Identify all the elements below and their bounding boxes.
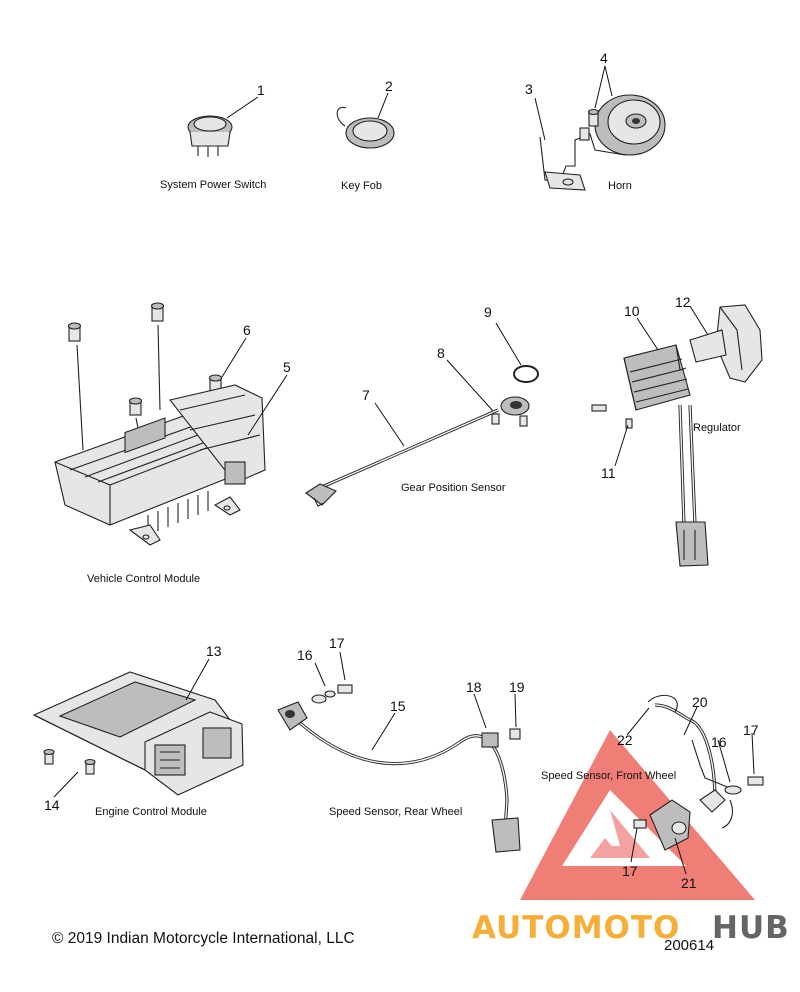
caption-horn: Horn	[608, 180, 632, 192]
caption-speed-sensor-rear: Speed Sensor, Rear Wheel	[329, 806, 462, 818]
caption-key-fob: Key Fob	[341, 180, 382, 192]
watermark-text-hub: HUB	[712, 910, 790, 946]
callout-13: 13	[206, 643, 222, 659]
watermark-text-automoto: AUTOMOTO	[472, 910, 680, 946]
key-fob	[336, 106, 395, 149]
engine-control-module	[32, 671, 244, 796]
callout-19: 19	[509, 679, 525, 695]
figure-number: 200614	[664, 937, 714, 954]
callout-1: 1	[257, 82, 265, 98]
gear-position-sensor	[305, 365, 539, 507]
callout-7: 7	[362, 387, 370, 403]
regulator	[591, 304, 763, 567]
vehicle-control-module	[54, 302, 266, 546]
system-power-switch	[187, 115, 233, 157]
speed-sensor-front	[633, 694, 764, 851]
callout-21: 21	[681, 875, 697, 891]
caption-vehicle-control-module: Vehicle Control Module	[87, 573, 200, 585]
caption-speed-sensor-front: Speed Sensor, Front Wheel	[541, 770, 676, 782]
caption-regulator: Regulator	[693, 422, 741, 434]
callout-3: 3	[525, 81, 533, 97]
callout-16a: 16	[297, 647, 313, 663]
callout-20: 20	[692, 694, 708, 710]
callout-22: 22	[617, 732, 633, 748]
caption-gear-position-sensor: Gear Position Sensor	[401, 482, 506, 494]
callout-17c: 17	[622, 863, 638, 879]
callout-15: 15	[390, 698, 406, 714]
speed-sensor-rear	[277, 684, 521, 853]
callout-14: 14	[44, 797, 60, 813]
caption-engine-control-module: Engine Control Module	[95, 806, 207, 818]
callout-6: 6	[243, 322, 251, 338]
callout-17a: 17	[329, 635, 345, 651]
callout-2: 2	[385, 78, 393, 94]
callout-18: 18	[466, 679, 482, 695]
caption-system-power-switch: System Power Switch	[160, 179, 266, 191]
callout-4: 4	[600, 50, 608, 66]
callout-10: 10	[624, 303, 640, 319]
callout-8: 8	[437, 345, 445, 361]
watermark-logo	[520, 730, 755, 900]
copyright-notice: © 2019 Indian Motorcycle International, …	[52, 930, 355, 947]
horn	[539, 94, 666, 191]
callout-5: 5	[283, 359, 291, 375]
callout-16b: 16	[711, 734, 727, 750]
callout-12: 12	[675, 294, 691, 310]
callout-17b: 17	[743, 722, 759, 738]
callout-11: 11	[601, 465, 616, 481]
callout-9: 9	[484, 304, 492, 320]
